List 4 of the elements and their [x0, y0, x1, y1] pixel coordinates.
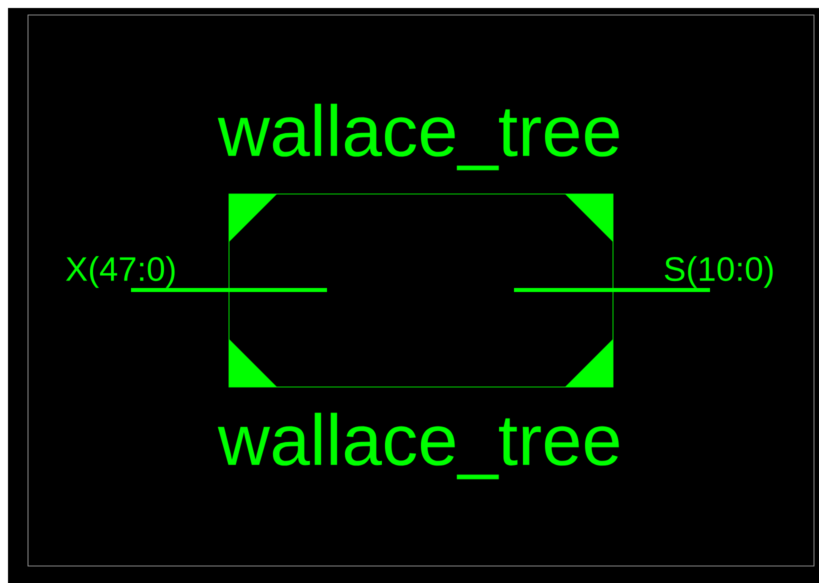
pin-label: X(47:0) — [66, 256, 175, 288]
module-name: wallace_tree — [218, 412, 619, 480]
pin-label: S(10:0) — [664, 256, 773, 288]
instance-name: wallace_tree — [218, 104, 619, 170]
